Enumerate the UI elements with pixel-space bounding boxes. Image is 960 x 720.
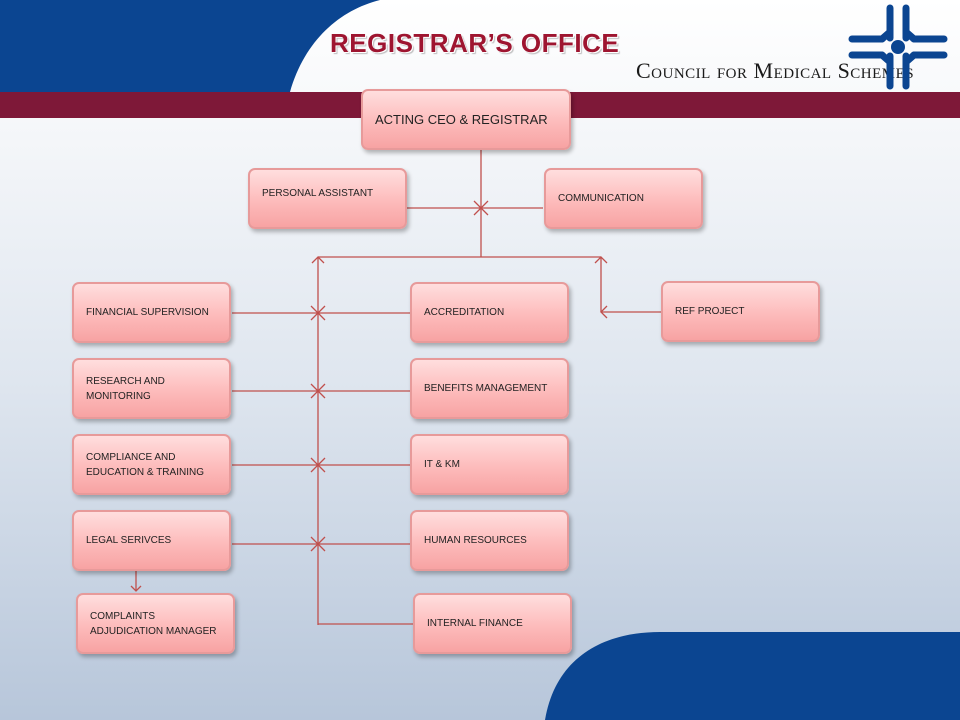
financial-supervision-box: FINANCIAL SUPERVISION xyxy=(72,282,231,343)
bottom-right-navy-swoosh xyxy=(545,632,960,720)
organization-name: Council for Medical Schemes xyxy=(636,58,915,83)
complaints-adjudication-box: COMPLAINTS ADJUDICATION MANAGER xyxy=(76,593,235,654)
it-km-box: IT & KM xyxy=(410,434,569,495)
internal-finance-box: INTERNAL FINANCE xyxy=(413,593,572,654)
ref-project-box: REF PROJECT xyxy=(661,281,820,342)
acting-ceo-registrar-box: ACTING CEO & REGISTRAR xyxy=(361,89,571,150)
benefits-management-box: BENEFITS MANAGEMENT xyxy=(410,358,569,419)
human-resources-box: HUMAN RESOURCES xyxy=(410,510,569,571)
communication-box: COMMUNICATION xyxy=(544,168,703,229)
cms-cross-logo-icon xyxy=(848,4,948,90)
personal-assistant-box: PERSONAL ASSISTANT xyxy=(248,168,407,229)
research-monitoring-box: RESEARCH AND MONITORING xyxy=(72,358,231,419)
page-title: REGISTRAR’S OFFICE xyxy=(330,28,620,58)
compliance-education-box: COMPLIANCE AND EDUCATION & TRAINING xyxy=(72,434,231,495)
top-left-navy-swoosh xyxy=(0,0,380,92)
legal-services-box: LEGAL SERIVCES xyxy=(72,510,231,571)
accreditation-box: ACCREDITATION xyxy=(410,282,569,343)
